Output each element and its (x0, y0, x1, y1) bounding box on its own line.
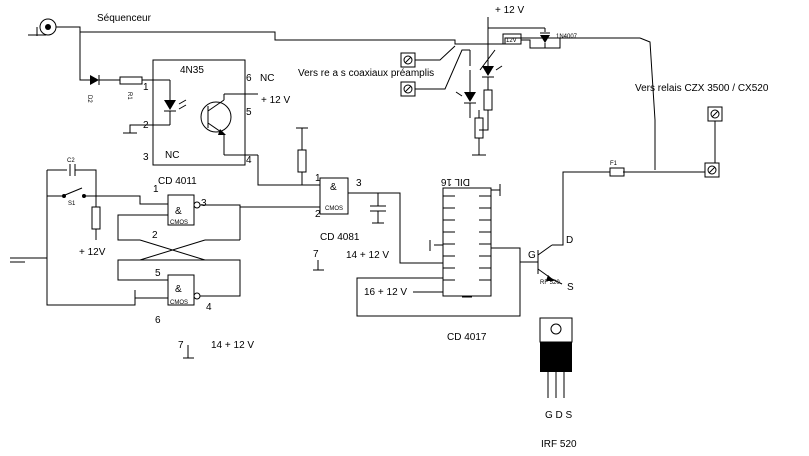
mosfet-symbol: RF 520 (520, 244, 563, 286)
svg-text:NC: NC (260, 73, 274, 84)
svg-text:1: 1 (315, 173, 321, 184)
coax-connector-1 (400, 52, 416, 68)
diode-1n4007: 1N4007 (540, 28, 578, 48)
counter-cd4017 (442, 187, 492, 298)
sequencer-label: Séquenceur (97, 13, 152, 24)
capacitor-c2: C2 (67, 158, 76, 176)
svg-text:12V: 12V (506, 38, 517, 44)
svg-text:CMOS: CMOS (170, 300, 188, 306)
resistor-r1: R1 (119, 76, 153, 100)
svg-text:C2: C2 (67, 158, 75, 164)
svg-text:3: 3 (143, 152, 149, 163)
svg-text:D: D (566, 235, 573, 246)
svg-text:S: S (567, 282, 574, 293)
svg-text:D2: D2 (86, 95, 92, 103)
coax-connector-2 (400, 81, 416, 97)
resistor-r-and (296, 127, 308, 185)
svg-text:4N35: 4N35 (180, 65, 204, 76)
svg-text:14 + 12 V: 14 + 12 V (346, 250, 389, 261)
svg-text:+ 12 V: + 12 V (261, 95, 291, 106)
svg-text:4: 4 (206, 302, 212, 313)
svg-text:&: & (175, 284, 182, 295)
fuse-f1: F1 (609, 161, 625, 177)
svg-text:RF 520: RF 520 (540, 280, 560, 286)
svg-text:&: & (175, 206, 182, 217)
svg-text:&: & (330, 182, 337, 193)
svg-text:5: 5 (155, 268, 161, 279)
optocoupler-4n35: 4N35 6 NC 1 2 3 5 4 NC + 12 V (143, 59, 291, 166)
switch-s1: S1 (47, 187, 96, 207)
sequencer-jack (28, 18, 57, 36)
svg-text:G: G (528, 250, 536, 261)
dil16-label: DIL 16 (440, 176, 470, 187)
to220-package (539, 317, 573, 398)
svg-text:CMOS: CMOS (170, 220, 188, 226)
svg-text:R1: R1 (126, 92, 132, 100)
svg-text:6: 6 (155, 315, 161, 326)
cd4017-label: CD 4017 (447, 332, 487, 343)
nand-gate-2: & CMOS (167, 274, 201, 306)
nand-gate-1: & CMOS (167, 194, 201, 226)
svg-text:5: 5 (246, 107, 252, 118)
svg-text:6: 6 (246, 73, 252, 84)
top-supply-label: + 12 V (495, 5, 525, 16)
czx-connector-2 (704, 162, 720, 178)
diode-d2: D2 (86, 75, 120, 103)
svg-text:S1: S1 (68, 201, 76, 207)
svg-text:3: 3 (201, 198, 207, 209)
mosfet-name-label: IRF 520 (541, 439, 577, 450)
czx-relays-label: Vers relais CZX 3500 / CX520 (635, 83, 769, 94)
svg-text:2: 2 (315, 209, 321, 220)
svg-text:1: 1 (143, 82, 149, 93)
svg-text:2: 2 (152, 230, 158, 241)
and-gate-cd4081: & CMOS (319, 177, 349, 215)
package-pins-label: G D S (545, 410, 573, 421)
svg-text:14 + 12 V: 14 + 12 V (211, 340, 254, 351)
cd4011-label: CD 4011 (158, 176, 197, 187)
svg-text:4: 4 (246, 155, 252, 166)
svg-text:16 + 12 V: 16 + 12 V (364, 287, 407, 298)
left-supply-label: + 12V (79, 247, 106, 258)
svg-text:1N4007: 1N4007 (556, 34, 578, 40)
svg-text:F1: F1 (610, 161, 618, 167)
svg-text:7: 7 (178, 340, 184, 351)
svg-text:1: 1 (153, 184, 159, 195)
cd4081-label: CD 4081 (320, 232, 360, 243)
svg-text:NC: NC (165, 150, 179, 161)
czx-connector-1 (707, 106, 723, 122)
svg-text:3: 3 (356, 178, 362, 189)
svg-text:CMOS: CMOS (325, 206, 343, 212)
svg-text:7: 7 (313, 249, 319, 260)
coax-relays-label: Vers re a s coaxiaux préamplis (298, 68, 434, 79)
